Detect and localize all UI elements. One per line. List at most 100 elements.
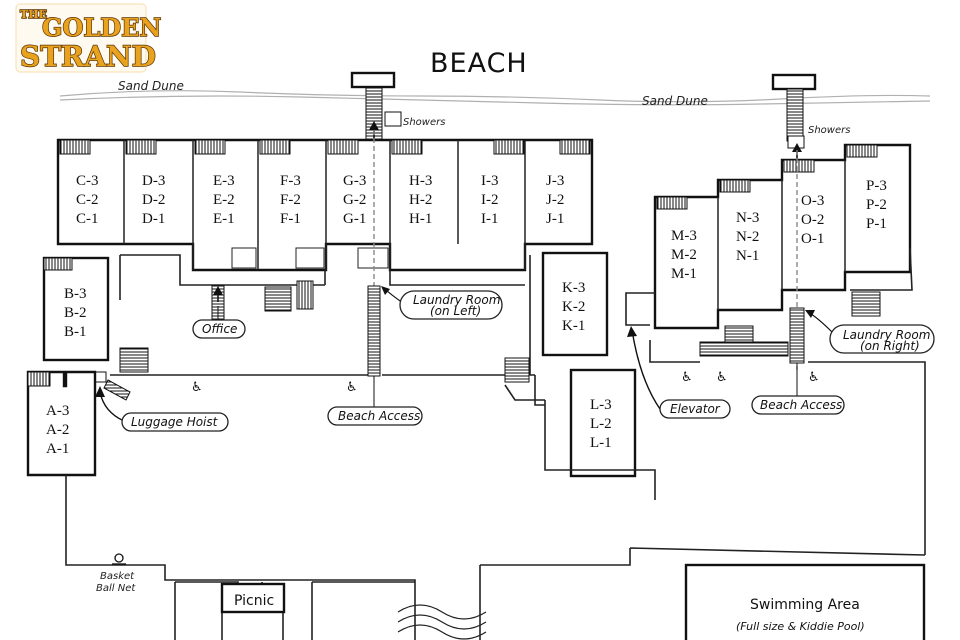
unit-label-m: M-3M-2M-1 (671, 228, 697, 282)
svg-text:C-1: C-1 (76, 211, 99, 227)
svg-text:C-2: C-2 (76, 192, 99, 208)
building-l (569, 368, 637, 478)
building-k (541, 251, 609, 357)
svg-text:L-2: L-2 (590, 416, 612, 432)
beach-title: BEACH (430, 48, 528, 79)
svg-text:P-2: P-2 (866, 197, 887, 213)
laundry-room-left-label: Laundry Room (413, 293, 500, 307)
svg-text:L-1: L-1 (590, 435, 612, 451)
svg-text:P-3: P-3 (866, 178, 887, 194)
unit-label-a: A-3A-2A-1 (46, 403, 69, 457)
logo-word-golden: GOLDEN (42, 13, 161, 42)
right-beach-walkway: Showers (771, 73, 850, 160)
wheelchair-icon: ♿ (346, 380, 358, 395)
svg-text:J-2: J-2 (546, 192, 564, 208)
unit-label-c: C-3C-2C-1 (76, 173, 99, 227)
svg-text:H-2: H-2 (409, 192, 432, 208)
unit-label-f: F-3F-2F-1 (280, 173, 301, 227)
unit-label-n: N-3N-2N-1 (736, 210, 759, 264)
unit-label-l: L-3L-2L-1 (590, 397, 612, 451)
sand-dune-label-right: Sand Dune (642, 94, 708, 108)
svg-text:O-3: O-3 (801, 193, 824, 209)
svg-text:I-1: I-1 (481, 211, 499, 227)
unit-labels: C-3C-2C-1 D-3D-2D-1 E-3E-2E-1 F-3F-2F-1 … (46, 173, 887, 457)
svg-text:K-3: K-3 (562, 280, 585, 296)
svg-text:O-1: O-1 (801, 231, 824, 247)
svg-text:I-2: I-2 (481, 192, 499, 208)
unit-label-k: K-3K-2K-1 (562, 280, 585, 334)
main-building-front (56, 130, 594, 290)
svg-text:I-3: I-3 (481, 173, 499, 189)
laundry-room-left-callout: Laundry Room (on Left) (381, 286, 503, 320)
laundry-room-right-callout: Laundry Room (on Right) (805, 310, 935, 354)
sand-dune-line-2 (59, 95, 931, 106)
swimming-area-title: Swimming Area (750, 597, 860, 613)
svg-text:E-3: E-3 (213, 173, 235, 189)
svg-text:J-3: J-3 (546, 173, 564, 189)
wheelchair-icon: ♿ (191, 380, 203, 395)
luggage-hoist-callout: Luggage Hoist (95, 386, 229, 432)
unit-label-j: J-3J-2J-1 (546, 173, 564, 227)
luggage-hoist-label: Luggage Hoist (131, 415, 219, 429)
svg-text:E-2: E-2 (213, 192, 235, 208)
svg-text:P-1: P-1 (866, 216, 887, 232)
unit-label-b: B-3B-2B-1 (64, 286, 87, 340)
beach-access-left-callout: Beach Access (327, 376, 423, 426)
svg-text:N-2: N-2 (736, 229, 759, 245)
svg-text:N-1: N-1 (736, 248, 759, 264)
laundry-room-right-label: Laundry Room (843, 328, 930, 342)
svg-text:H-1: H-1 (409, 211, 432, 227)
svg-text:L-3: L-3 (590, 397, 612, 413)
sand-dune-label-left: Sand Dune (118, 79, 184, 93)
wheelchair-icon: ♿ (716, 370, 728, 385)
swimming-area: Swimming Area (Full size & Kiddie Pool) (684, 563, 926, 640)
office-label: Office (202, 322, 237, 336)
svg-text:E-1: E-1 (213, 211, 235, 227)
corridors (91, 254, 545, 401)
svg-text:O-2: O-2 (801, 212, 824, 228)
svg-text:A-1: A-1 (46, 441, 69, 457)
showers-label-right: Showers (808, 125, 850, 136)
svg-text:M-1: M-1 (671, 266, 697, 282)
elevator-callout: Elevator (627, 326, 731, 419)
wheelchair-icon: ♿ (808, 370, 820, 385)
svg-text:N-3: N-3 (736, 210, 759, 226)
picnic-area: Picnic (220, 582, 286, 614)
unit-label-p: P-3P-2P-1 (866, 178, 887, 232)
unit-label-h: H-3H-2H-1 (409, 173, 432, 227)
svg-text:C-3: C-3 (76, 173, 99, 189)
building-a (26, 370, 97, 477)
wheelchair-icon: ♿ (681, 370, 693, 385)
swimming-area-subtitle: (Full size & Kiddie Pool) (736, 620, 865, 633)
logo-word-strand: STRAND (20, 40, 156, 73)
basketball-label-line1: Basket (100, 571, 135, 582)
basketball-label-line2: Ball Net (96, 583, 136, 594)
beach-access-right-callout: Beach Access (751, 363, 845, 415)
unit-label-d: D-3D-2D-1 (142, 173, 165, 227)
svg-text:F-3: F-3 (280, 173, 301, 189)
unit-label-e: E-3E-2E-1 (213, 173, 235, 227)
accessible-parking-icons: ♿ ♿ ♿ ♿ ♿ (191, 370, 820, 395)
svg-text:G-2: G-2 (343, 192, 366, 208)
logo-the: THE (20, 8, 47, 21)
beach-access-right-label: Beach Access (760, 398, 842, 412)
svg-text:K-1: K-1 (562, 318, 585, 334)
svg-text:M-2: M-2 (671, 247, 697, 263)
building-east-wing (625, 143, 926, 555)
office-callout: Office (192, 306, 246, 339)
svg-text:A-3: A-3 (46, 403, 69, 419)
svg-text:K-2: K-2 (562, 299, 585, 315)
basketball-net: Basket Ball Net (96, 553, 136, 594)
building-b (42, 256, 110, 362)
svg-text:A-2: A-2 (46, 422, 69, 438)
unit-label-o: O-3O-2O-1 (801, 193, 824, 247)
picnic-label: Picnic (234, 593, 274, 609)
svg-text:D-3: D-3 (142, 173, 165, 189)
svg-text:M-3: M-3 (671, 228, 697, 244)
left-beach-walkway: Showers (350, 71, 445, 140)
svg-text:G-3: G-3 (343, 173, 366, 189)
svg-text:H-3: H-3 (409, 173, 432, 189)
unit-label-i: I-3I-2I-1 (481, 173, 499, 227)
laundry-room-right-sublabel: (on Right) (860, 339, 920, 353)
